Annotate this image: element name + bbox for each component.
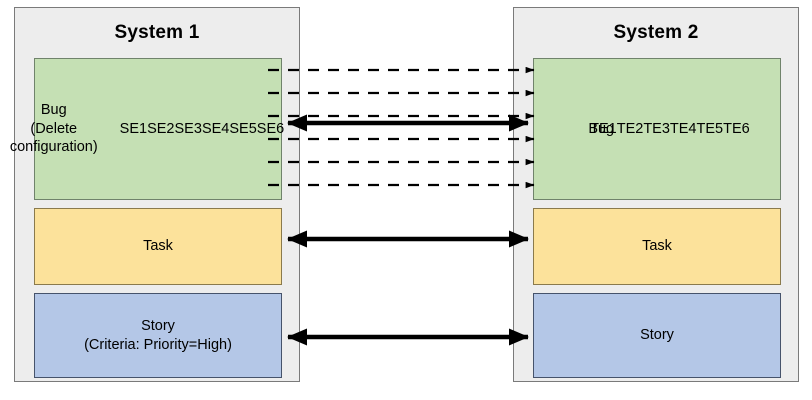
field-chip-te4[interactable]: TE4 — [669, 120, 697, 137]
system-2-task-label: Task — [642, 238, 672, 255]
system-1-task-entity[interactable]: Task — [34, 208, 282, 285]
field-chip-se2[interactable]: SE2 — [147, 120, 175, 137]
system-1-container: System 1 Bug (Delete configuration) SE1 … — [10, 7, 300, 382]
field-chip-te2[interactable]: TE2 — [616, 120, 644, 137]
system-1-title: System 1 — [114, 22, 200, 43]
field-chip-te1[interactable]: TE1 — [590, 120, 617, 137]
field-chip-se1[interactable]: SE1 — [119, 120, 148, 137]
system-1-task-label: Task — [143, 238, 173, 255]
system-2-container: System 2 Bug TE1 TE2 TE3 TE4 TE5 TE6 Tas… — [513, 7, 799, 382]
field-chip-se6[interactable]: SE6 — [256, 120, 285, 137]
field-chip-se3[interactable]: SE3 — [174, 120, 202, 137]
system-1-story-label: Story (Criteria: Priority=High) — [84, 317, 232, 353]
system-2-bug-entity[interactable]: Bug TE1 TE2 TE3 TE4 TE5 TE6 — [533, 58, 781, 200]
field-chip-se4[interactable]: SE4 — [201, 120, 230, 137]
field-chip-te6[interactable]: TE6 — [723, 120, 750, 137]
field-chip-te3[interactable]: TE3 — [643, 120, 670, 137]
system-1-bug-label: Bug (Delete configuration) — [9, 102, 98, 156]
system-2-title: System 2 — [613, 22, 699, 43]
system-2-story-label: Story — [640, 327, 674, 344]
field-chip-se5[interactable]: SE5 — [229, 120, 257, 137]
field-chip-te5[interactable]: TE5 — [696, 120, 724, 137]
system-1-story-entity[interactable]: Story (Criteria: Priority=High) — [34, 293, 282, 378]
system-2-story-entity[interactable]: Story — [533, 293, 781, 378]
system-2-task-entity[interactable]: Task — [533, 208, 781, 285]
system-2-bug-label: Bug — [588, 120, 615, 137]
system-1-bug-entity[interactable]: Bug (Delete configuration) SE1 SE2 SE3 S… — [10, 58, 285, 200]
